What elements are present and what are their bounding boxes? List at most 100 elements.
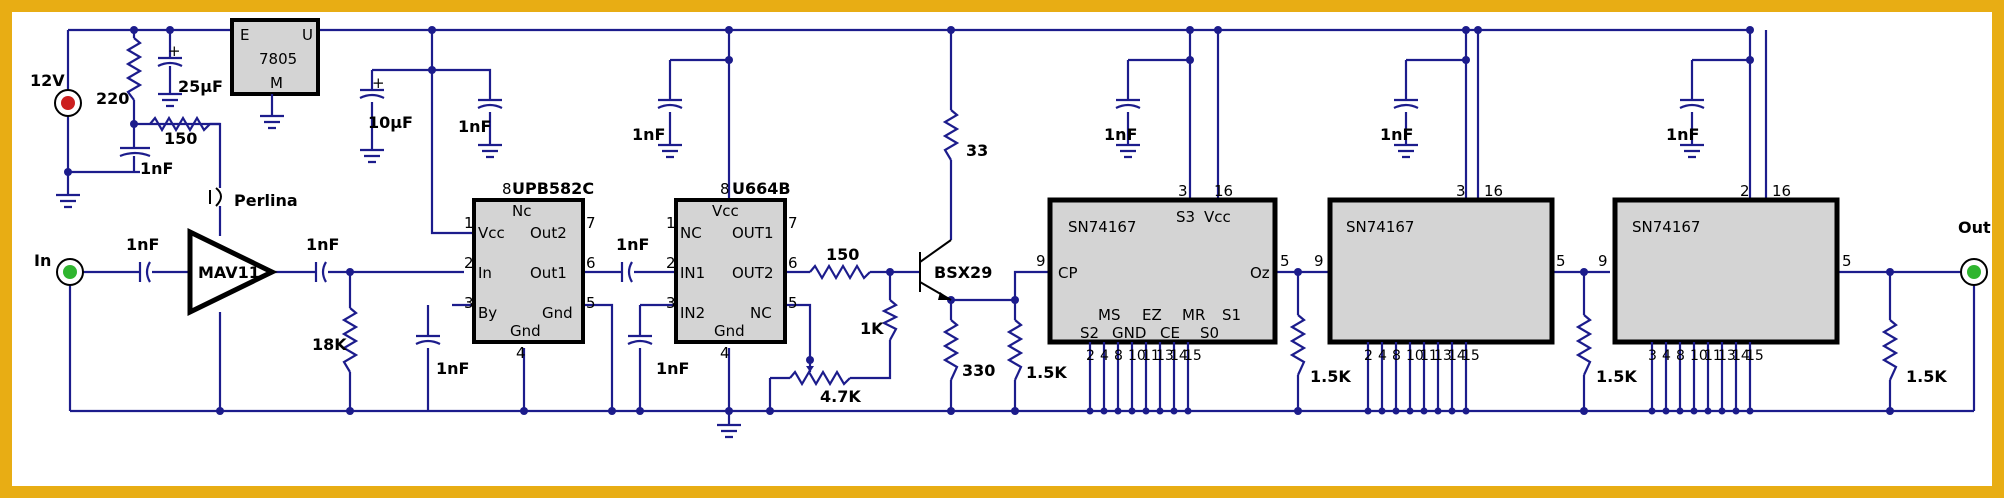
sn1-ce: CE	[1160, 324, 1180, 342]
chip-sn74167-1: SN74167 3 16 S3 Vcc 9 CP Oz 5 MS EZ MR S…	[1036, 182, 1290, 415]
c1n-sn2-label: 1nF	[1380, 125, 1413, 144]
u664-out2: OUT2	[732, 264, 774, 282]
u664-pin1: 1	[666, 214, 676, 232]
sn3-bottom-pin-label: 4	[1662, 348, 1671, 364]
u664-pin7: 7	[788, 214, 798, 232]
c1n-u664-label: 1nF	[656, 359, 689, 378]
sn1-ms: MS	[1098, 306, 1120, 324]
sn2-bottom-pin-label: 15	[1462, 348, 1480, 364]
resistors	[125, 37, 1899, 387]
sn1-p16: 16	[1214, 182, 1233, 200]
sn3-pin-junction	[1690, 407, 1698, 415]
sn1-s1: S1	[1222, 306, 1241, 324]
u664-nc: NC	[680, 224, 702, 242]
c10u-label: 10µF	[368, 113, 413, 132]
c1n-reg-label: 1nF	[458, 117, 491, 136]
u664-out1: OUT1	[732, 224, 774, 242]
sn1-bottom-pin-label: 11	[1142, 348, 1160, 364]
sn3-pin-junction	[1662, 407, 1670, 415]
ground-symbols	[56, 92, 1704, 439]
upb-pin8: 8	[502, 180, 512, 198]
chip-u664b: U664B 8 Vcc 1 NC OUT1 7 2 IN1 OUT2 6 3 I…	[666, 179, 798, 362]
sn1-cp: CP	[1058, 264, 1078, 282]
r15k-a-label: 1.5K	[1026, 363, 1067, 382]
upb-pin1: 1	[464, 214, 474, 232]
r150a-label: 150	[164, 129, 197, 148]
c1n-mid-label: 1nF	[306, 235, 339, 254]
power-terminal: 12V	[30, 71, 82, 117]
sn3-bottom-pin-label: 11	[1704, 348, 1722, 364]
sn1-bottom-pin-label: 13	[1156, 348, 1174, 364]
sn3-name: SN74167	[1632, 218, 1700, 236]
reg-name: 7805	[259, 50, 297, 68]
sn1-p9: 9	[1036, 252, 1046, 270]
upb-pin4: 4	[516, 344, 526, 362]
sn1-pin-junction	[1114, 407, 1122, 415]
c1n-sn1-label: 1nF	[1104, 125, 1137, 144]
transistor-bsx29: BSX29	[919, 239, 992, 301]
sn2-bottom-pin-label: 11	[1420, 348, 1438, 364]
amplifier-mav11: MAV11	[187, 227, 278, 317]
r1k-label: 1K	[860, 319, 884, 338]
sn1-bottom-pin-label: 4	[1100, 348, 1109, 364]
u664-vcc: Vcc	[712, 202, 739, 220]
sn1-ez: EZ	[1142, 306, 1162, 324]
reg-pin-e: E	[240, 26, 249, 44]
c1n-u664top-label: 1nF	[632, 125, 665, 144]
sn2-bottom-pin-label: 8	[1392, 348, 1401, 364]
sn1-mr: MR	[1182, 306, 1205, 324]
sn2-bottom-pin-label: 4	[1378, 348, 1387, 364]
u664-gnd: Gnd	[714, 322, 745, 340]
sn1-pin-junction	[1184, 407, 1192, 415]
r18k-label: 18K	[312, 335, 347, 354]
input-label: In	[34, 251, 51, 270]
sn2-pin-junction	[1462, 407, 1470, 415]
u664-name: U664B	[732, 179, 791, 198]
reg-pin-u: U	[302, 26, 313, 44]
upb-in: In	[478, 264, 492, 282]
c25u-plus: +	[168, 42, 181, 60]
upb-pin5: 5	[586, 294, 596, 312]
sn2-pin-junction	[1392, 407, 1400, 415]
sn1-pin-junction	[1128, 407, 1136, 415]
r15k-b-label: 1.5K	[1310, 367, 1351, 386]
power-label: 12V	[30, 71, 65, 90]
upb-pin6: 6	[586, 254, 596, 272]
u664-pin8: 8	[720, 180, 730, 198]
c1n-sn3-label: 1nF	[1666, 125, 1699, 144]
sn1-pin-junction	[1156, 407, 1164, 415]
sn3-pin-junction	[1746, 407, 1754, 415]
sn3-pin-junction	[1718, 407, 1726, 415]
sn2-p9: 9	[1314, 252, 1324, 270]
r33-label: 33	[966, 141, 988, 160]
upb-gnd2: Gnd	[510, 322, 541, 340]
upb-out2: Out2	[530, 224, 567, 242]
output-terminal: Out	[1958, 218, 1991, 286]
component-labels: 220 150 + 25µF 1nF + 10µF 1nF 1nF 1nF 18…	[96, 42, 1947, 406]
sn3-bottom-pin-label: 10	[1690, 348, 1708, 364]
sn3-bottom-pin-label: 15	[1746, 348, 1764, 364]
chip-upb582c: UPB582C 8 Nc 1 Vcc Out2 7 2 In Out1 6 3 …	[464, 179, 596, 362]
sn2-p5: 5	[1556, 252, 1566, 270]
u664-in2: IN2	[680, 304, 705, 322]
r330-label: 330	[962, 361, 995, 380]
sn1-bottom-pin-label: 14	[1170, 348, 1188, 364]
sn2-pin-junction	[1420, 407, 1428, 415]
sn1-pin-junction	[1086, 407, 1094, 415]
sn3-pin-junction	[1704, 407, 1712, 415]
sn3-pin-junction	[1732, 407, 1740, 415]
wires	[66, 28, 1976, 425]
output-label: Out	[1958, 218, 1991, 237]
sn2-pin-junction	[1448, 407, 1456, 415]
u664-in1: IN1	[680, 264, 705, 282]
r47k-label: 4.7K	[820, 387, 861, 406]
u664-pin4: 4	[720, 344, 730, 362]
sn3-pin-junction	[1648, 407, 1656, 415]
sn2-pin-junction	[1406, 407, 1414, 415]
sn1-pin-junction	[1170, 407, 1178, 415]
upb-pin2: 2	[464, 254, 474, 272]
upb-vcc: Vcc	[478, 224, 505, 242]
c1n-couple-label: 1nF	[616, 235, 649, 254]
sn3-bottom-pin-label: 13	[1718, 348, 1736, 364]
